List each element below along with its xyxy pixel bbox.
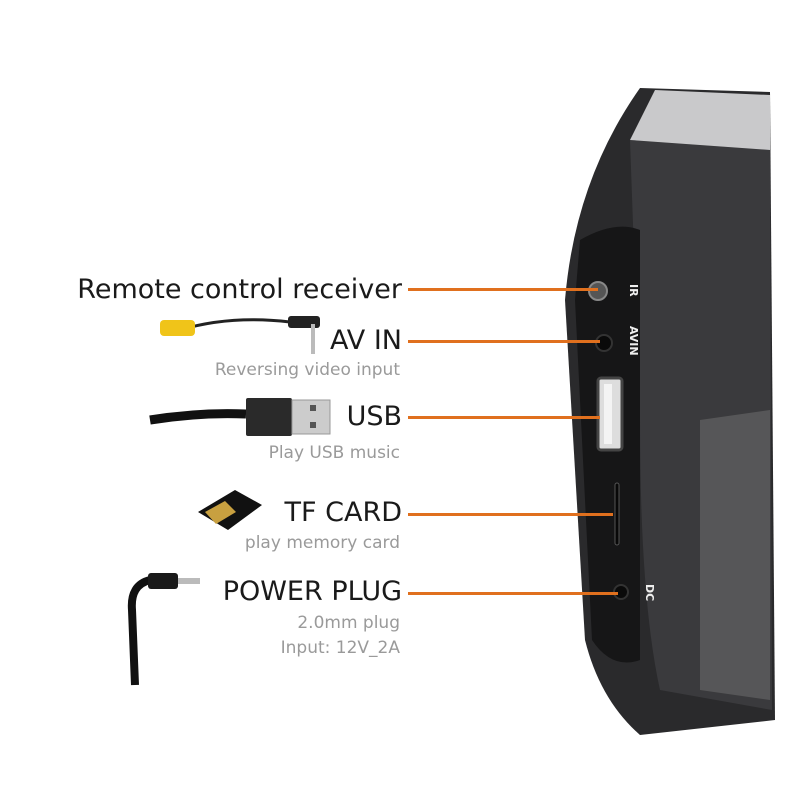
callout-line-avin: [408, 340, 600, 343]
callout-line-dc: [408, 592, 618, 595]
sublabel-tf-card: play memory card: [244, 533, 400, 553]
usb-cable-icon: [149, 398, 331, 436]
av-cable-icon: [160, 316, 320, 354]
avin-port: [595, 334, 613, 352]
label-tf-card: TF CARD: [284, 497, 402, 528]
sublabel-power-plug-input: Input: 12V_2A: [280, 638, 400, 658]
label-remote-control-receiver: Remote control receiver: [77, 274, 402, 305]
sublabel-power-plug-size: 2.0mm plug: [297, 613, 400, 633]
port-label-dc: DC: [643, 584, 656, 602]
port-label-ir: IR: [627, 284, 640, 297]
callout-line-ir: [408, 288, 598, 291]
label-av-in: AV IN: [330, 325, 402, 356]
label-power-plug: POWER PLUG: [222, 576, 402, 607]
power-plug-icon: [127, 573, 200, 686]
sublabel-usb: Play USB music: [268, 443, 400, 463]
ir-receiver-port: [588, 281, 608, 301]
tf-card-slot: [614, 482, 620, 546]
device-top-edge: [630, 90, 770, 150]
label-usb: USB: [346, 401, 402, 432]
callout-line-usb: [408, 416, 600, 419]
tf-card-icon: [198, 490, 262, 530]
sublabel-av-in: Reversing video input: [214, 360, 400, 380]
device-screen: [700, 410, 770, 700]
port-label-avin: AVIN: [627, 326, 640, 356]
callout-line-tf: [408, 513, 613, 516]
